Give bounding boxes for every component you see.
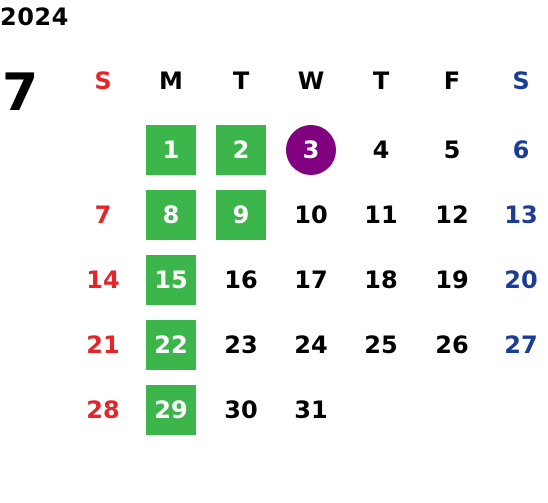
day-cell-26[interactable]: 26 [435, 331, 469, 359]
day-cell-18[interactable]: 18 [364, 266, 398, 294]
calendar-year: 2024 [0, 3, 69, 31]
weekday-header-saturday: S [512, 67, 530, 95]
day-cell-12[interactable]: 12 [435, 201, 469, 229]
day-cell-23[interactable]: 23 [224, 331, 258, 359]
day-cell-8[interactable]: 8 [146, 190, 196, 240]
day-cell-13[interactable]: 13 [504, 201, 538, 229]
day-cell-24[interactable]: 24 [294, 331, 328, 359]
day-cell-2[interactable]: 2 [216, 125, 266, 175]
day-cell-3-today[interactable]: 3 [286, 125, 336, 175]
weekday-header-friday: F [443, 67, 461, 95]
calendar-month: 7 [2, 63, 39, 123]
day-cell-9[interactable]: 9 [216, 190, 266, 240]
day-cell-15[interactable]: 15 [146, 255, 196, 305]
day-cell-14[interactable]: 14 [86, 266, 120, 294]
day-cell-22[interactable]: 22 [146, 320, 196, 370]
weekday-header-sunday: S [94, 67, 112, 95]
day-cell-20[interactable]: 20 [504, 266, 538, 294]
day-cell-30[interactable]: 30 [224, 396, 258, 424]
day-cell-16[interactable]: 16 [224, 266, 258, 294]
day-cell-29[interactable]: 29 [146, 385, 196, 435]
day-cell-25[interactable]: 25 [364, 331, 398, 359]
day-cell-19[interactable]: 19 [435, 266, 469, 294]
day-cell-21[interactable]: 21 [86, 331, 120, 359]
day-cell-28[interactable]: 28 [86, 396, 120, 424]
weekday-header-thursday: T [372, 67, 390, 95]
weekday-header-tuesday: T [232, 67, 250, 95]
day-cell-10[interactable]: 10 [294, 201, 328, 229]
day-cell-17[interactable]: 17 [294, 266, 328, 294]
weekday-header-monday: M [159, 67, 183, 95]
day-cell-27[interactable]: 27 [504, 331, 538, 359]
day-cell-6[interactable]: 6 [512, 136, 530, 164]
weekday-header-wednesday: W [297, 67, 325, 95]
day-cell-4[interactable]: 4 [372, 136, 390, 164]
day-cell-11[interactable]: 11 [364, 201, 398, 229]
day-cell-1[interactable]: 1 [146, 125, 196, 175]
day-cell-5[interactable]: 5 [443, 136, 461, 164]
day-cell-7[interactable]: 7 [94, 201, 112, 229]
day-cell-31[interactable]: 31 [294, 396, 328, 424]
